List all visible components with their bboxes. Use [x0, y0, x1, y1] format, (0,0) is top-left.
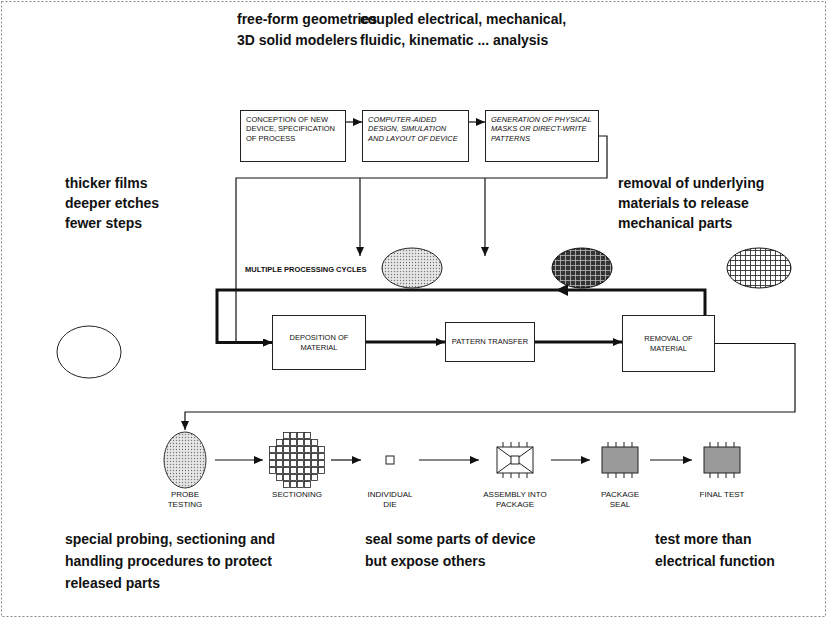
- die-drawing: [386, 456, 394, 464]
- annotation: special probing, sectioning and: [65, 532, 275, 547]
- icon: [265, 430, 329, 490]
- wafer: [57, 326, 121, 378]
- annotation: materials to release: [618, 196, 749, 211]
- flow-connector: [215, 459, 263, 460]
- annotation: 3D solid modelers: [237, 33, 358, 48]
- annotation: fewer steps: [65, 216, 142, 231]
- sectioning-icon: SECTIONING: [265, 430, 329, 500]
- annotation: released parts: [65, 576, 160, 591]
- loop-arrowhead: [556, 284, 568, 296]
- annotation: electrical function: [655, 554, 775, 569]
- node-text: DEPOSITION OF MATERIAL: [278, 333, 360, 352]
- annotation: thicker films: [65, 176, 147, 191]
- node-text: SECTIONING: [265, 490, 329, 500]
- node-text: PROBE TESTING: [157, 490, 213, 509]
- node-text: COMPUTER-AIDED DESIGN, SIMULATION AND LA…: [368, 115, 463, 143]
- wafer: [552, 248, 612, 288]
- wafer: [382, 248, 442, 288]
- package-icon: FINAL TEST: [694, 430, 750, 500]
- node-text: PACKAGE SEAL: [592, 490, 648, 509]
- node-text: INDIVIDUAL DIE: [363, 490, 417, 509]
- seal-drawing: [602, 442, 638, 478]
- flow-connector: [366, 341, 445, 344]
- process-box: PATTERN TRANSFER: [445, 322, 535, 362]
- annotation: removal of underlying: [618, 176, 764, 191]
- icon: [157, 430, 213, 490]
- package-icon: PACKAGE SEAL: [592, 430, 648, 509]
- node-text: FINAL TEST: [694, 490, 750, 500]
- grid-drawing: [270, 433, 325, 488]
- flow-connector: [469, 121, 485, 122]
- icon: [363, 430, 417, 490]
- node-text: GENERATION OF PHYSICAL MASKS OR DIRECT-W…: [491, 115, 593, 143]
- icon: [694, 430, 750, 490]
- flow-connector: [419, 459, 479, 460]
- flow-connector: [236, 136, 607, 343]
- process-box: CONCEPTION OF NEW DEVICE, SPECIFICATION …: [240, 110, 346, 162]
- node-text: PATTERN TRANSFER: [451, 337, 529, 346]
- wafer-icon: PROBE TESTING: [157, 430, 213, 509]
- flow-connector: [551, 459, 590, 460]
- process-box: GENERATION OF PHYSICAL MASKS OR DIRECT-W…: [485, 110, 599, 162]
- flow-arrow: [359, 178, 360, 256]
- assembly-drawing: [497, 442, 533, 478]
- die-icon: INDIVIDUAL DIE: [363, 430, 417, 509]
- loop-label: MULTIPLE PROCESSING CYCLES: [245, 266, 367, 274]
- annotation: seal some parts of device: [365, 532, 535, 547]
- annotation: fluidic, kinematic ... analysis: [360, 33, 548, 48]
- flow-connector: [346, 121, 362, 122]
- annotation: coupled electrical, mechanical,: [360, 12, 566, 27]
- wafer: [727, 248, 791, 288]
- flow-connector: [650, 459, 692, 460]
- node-text: ASSEMBLY INTO PACKAGE: [481, 490, 549, 509]
- annotation: but expose others: [365, 554, 486, 569]
- package-icon: ASSEMBLY INTO PACKAGE: [481, 430, 549, 509]
- icon: [592, 430, 648, 490]
- probe-drawing: [164, 432, 206, 488]
- annotation: mechanical parts: [618, 216, 732, 231]
- flow-connector: [331, 459, 361, 460]
- annotation: free-form geometries: [237, 12, 377, 27]
- process-box: DEPOSITION OF MATERIAL: [272, 315, 366, 370]
- annotation: deeper etches: [65, 196, 159, 211]
- seal-drawing: [704, 442, 740, 478]
- icon: [481, 430, 549, 490]
- node-text: CONCEPTION OF NEW DEVICE, SPECIFICATION …: [246, 115, 340, 143]
- annotation: test more than: [655, 532, 751, 547]
- flow-arrow: [484, 178, 485, 256]
- process-box: COMPUTER-AIDED DESIGN, SIMULATION AND LA…: [362, 110, 469, 162]
- process-box: REMOVAL OF MATERIAL: [622, 315, 715, 372]
- node-text: REMOVAL OF MATERIAL: [628, 334, 709, 353]
- flow-connector: [535, 341, 622, 344]
- annotation: handling procedures to protect: [65, 554, 272, 569]
